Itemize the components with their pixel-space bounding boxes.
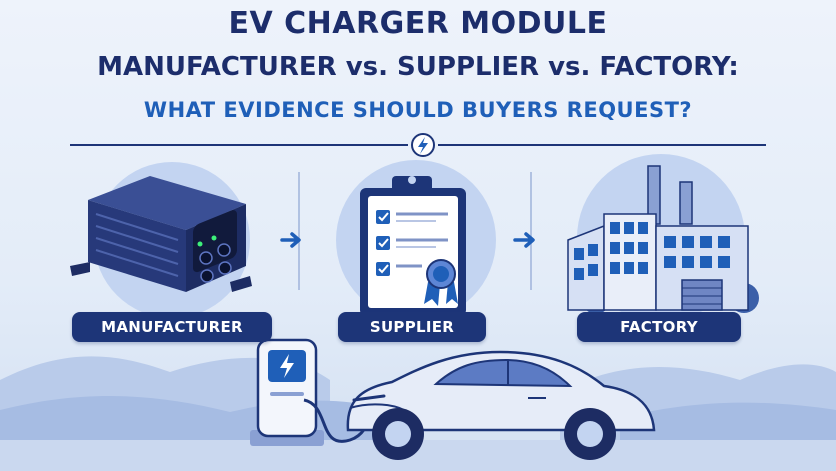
arrow-right-icon [280,232,301,248]
ev-charging-station-icon [250,338,391,446]
heading-line-1: EV CHARGER MODULE [228,6,608,41]
award-ribbon-icon [424,259,458,306]
clipboard-checklist-icon [360,176,466,316]
header-divider [70,133,766,157]
factory-label: FACTORY [577,312,741,342]
factory-building-icon [567,165,759,314]
power-module-icon [70,176,252,292]
supplier-label: SUPPLIER [338,312,486,342]
arrow-right-icon [513,232,535,248]
heading-line-2: MANUFACTURER vs. SUPPLIER vs. FACTORY: [97,52,739,82]
heading-line-3: WHAT EVIDENCE SHOULD BUYERS REQUEST? [143,98,693,122]
manufacturer-label: MANUFACTURER [72,312,272,342]
electric-car-icon [346,350,656,460]
